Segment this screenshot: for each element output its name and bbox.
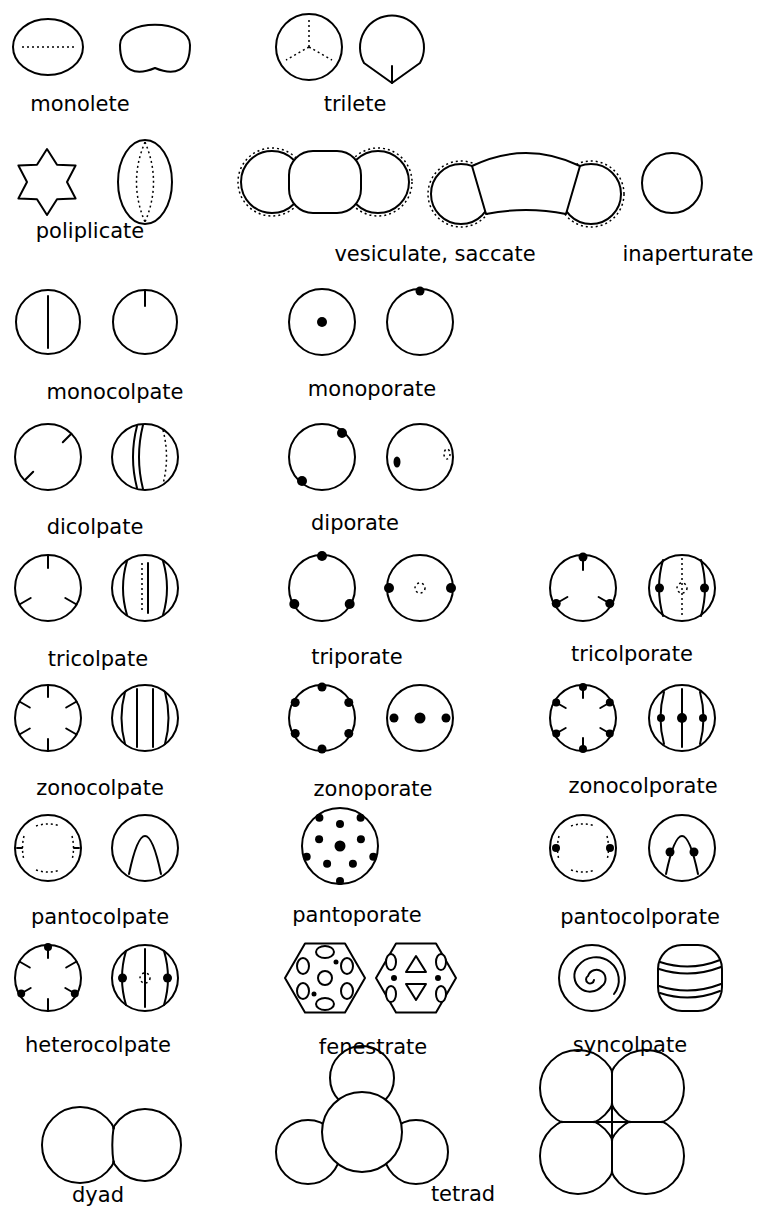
pantoporate-figure [302,808,378,885]
dicolpate-figure [15,424,178,490]
aperture-label: heterocolpate [25,1034,171,1057]
zonocolporate-figure [550,683,715,753]
poliplicate-figure [18,140,172,224]
syncolpate-figure [559,945,722,1011]
aperture-label: tetrad [431,1183,495,1206]
aperture-label: vesiculate, saccate [334,243,535,266]
aperture-label: triporate [311,646,403,669]
tetrad-figure [276,1046,448,1184]
fenestrate-figure [285,943,456,1012]
aperture-label: syncolpate [573,1034,687,1057]
aperture-label: tricolpate [48,648,148,671]
triporate-figure [289,551,456,621]
aperture-label: monoporate [308,378,436,401]
aperture-label: dicolpate [47,516,144,539]
saccate-figure [238,148,624,227]
tricolpate-figure [15,555,178,621]
aperture-label: pantocolpate [31,906,169,929]
aperture-label: poliplicate [36,220,144,243]
trilete-figure [276,14,424,83]
monolete-figure [13,19,190,75]
aperture-label: fenestrate [319,1036,427,1059]
aperture-label: zonocolporate [568,775,717,798]
aperture-label: diporate [311,512,399,535]
diporate-figure [289,424,453,490]
monocolpate-figure [16,290,177,354]
inaperturate-figure [642,153,702,213]
pantocolpate-figure [15,815,178,881]
aperture-label: zonocolpate [36,777,164,800]
aperture-label: inaperturate [622,243,753,266]
aperture-label: tricolporate [571,643,693,666]
monoporate-figure [289,287,453,356]
aperture-label: dyad [72,1184,124,1207]
tricolporate-figure [550,553,715,622]
aperture-label: zonoporate [314,778,433,801]
aperture-label: pantocolporate [560,906,720,929]
aperture-label: monocolpate [46,381,183,404]
aperture-label: trilete [324,93,387,116]
dyad-figure [42,1107,181,1183]
aperture-label: monolete [30,93,129,116]
heterocolpate-figure [15,943,178,1011]
pantocolporate-figure [550,815,715,881]
aperture-label: pantoporate [292,904,421,927]
zonoporate-figure [289,683,453,754]
zonocolpate-figure [15,685,178,751]
tetrad-figure [540,1050,684,1194]
